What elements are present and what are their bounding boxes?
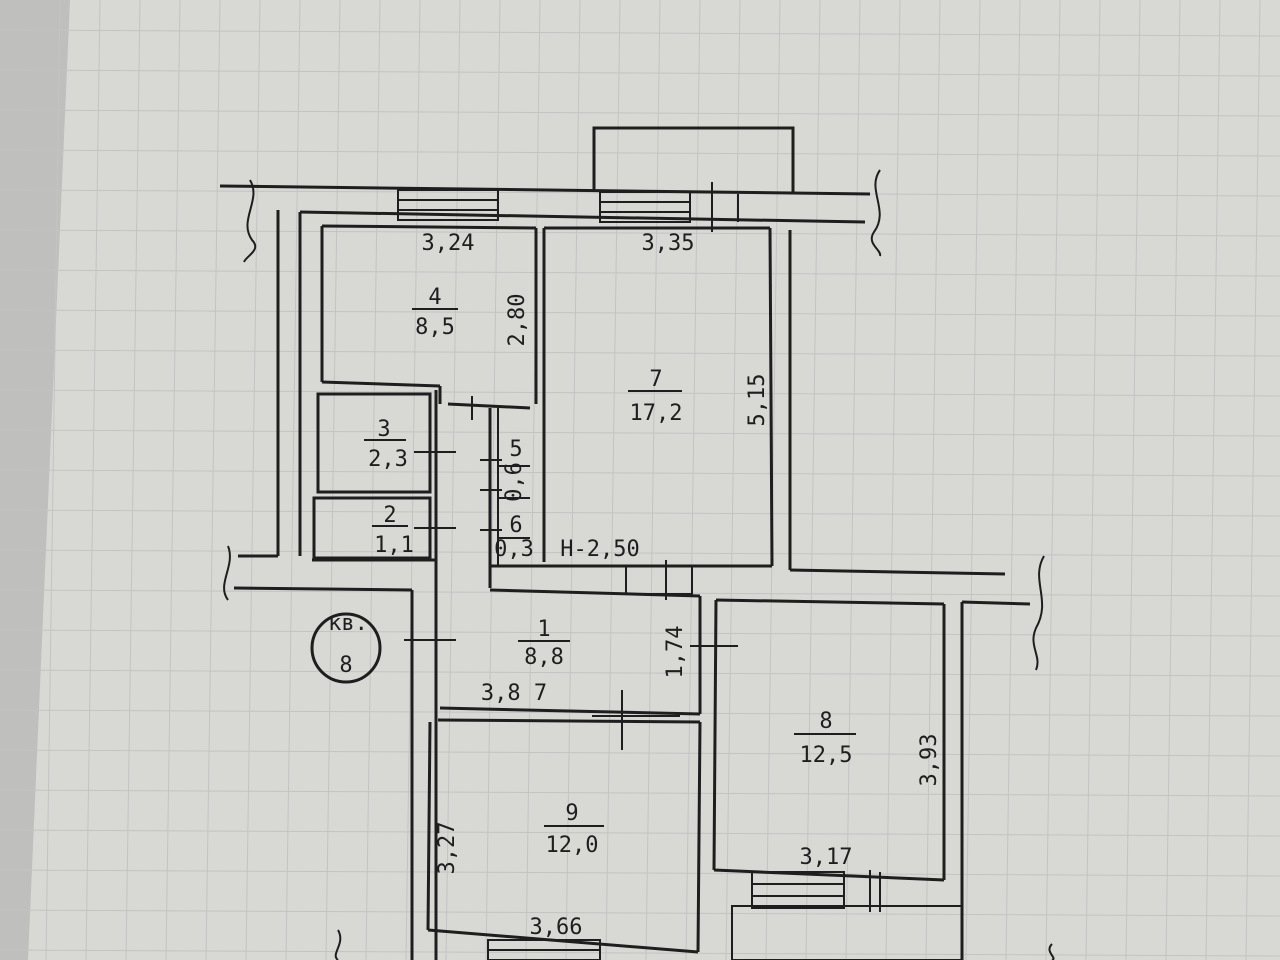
grid-line — [0, 789, 1280, 797]
grid-line — [365, 0, 381, 960]
room-labels: 4 8,5 7 17,2 3 2,3 2 1,1 5 6 1 8,8 8 12,… — [368, 285, 852, 858]
room-2-area: 1,1 — [374, 533, 414, 558]
grid-line — [445, 0, 461, 960]
room-7-number: 7 — [649, 367, 662, 392]
room-9-area: 12,0 — [546, 833, 599, 858]
dim-room9-depth: 3,27 — [435, 822, 460, 875]
dimension-labels: 3,24 3,35 2,80 5,15 Н-2,50 0,6 0,3 3,8 7… — [422, 231, 942, 940]
dim-niche-b: 0,3 — [494, 537, 534, 562]
dim-niche-a: 0,6 — [502, 462, 527, 502]
grid-line — [405, 0, 421, 960]
dim-room8-width: 3,17 — [800, 845, 853, 870]
grid-line — [0, 549, 1280, 557]
grid-line — [965, 0, 981, 960]
grid-line — [85, 0, 101, 960]
apartment-marker: кв. 8 — [310, 611, 382, 684]
grid-line — [165, 0, 181, 960]
dim-room7-width: 3,35 — [642, 231, 695, 256]
room-2-number: 2 — [383, 503, 396, 528]
dim-room1-depth: 1,74 — [663, 626, 688, 679]
grid-line — [0, 509, 1280, 517]
grid-line — [0, 309, 1280, 317]
grid-line — [0, 469, 1280, 477]
grid-line — [1165, 0, 1181, 960]
grid-line — [0, 149, 1280, 157]
room-7-area: 17,2 — [630, 401, 683, 426]
dim-room4-depth: 2,80 — [505, 294, 530, 347]
grid-line — [765, 0, 781, 960]
dim-room7-depth: 5,15 — [745, 374, 770, 427]
grid-line — [0, 29, 1280, 37]
grid-line — [0, 389, 1280, 397]
grid-line — [925, 0, 941, 960]
grid-line — [565, 0, 581, 960]
grid-line — [0, 749, 1280, 757]
room-1-number: 1 — [537, 617, 550, 642]
grid-line — [205, 0, 221, 960]
grid-line — [685, 0, 701, 960]
room-8-area: 12,5 — [800, 743, 853, 768]
niche-6-number: 6 — [509, 513, 522, 538]
room-9-number: 9 — [565, 801, 578, 826]
grid-line — [0, 949, 1280, 957]
grid-line — [525, 0, 541, 960]
grid-line — [0, 349, 1280, 357]
grid-line — [485, 0, 501, 960]
grid-line — [0, 109, 1280, 117]
room-3-area: 2,3 — [368, 447, 408, 472]
grid-line — [0, 269, 1280, 277]
grid-line — [285, 0, 301, 960]
dim-room9-width: 3,66 — [530, 915, 583, 940]
grid-line — [1205, 0, 1221, 960]
room-8-number: 8 — [819, 709, 832, 734]
grid-line — [725, 0, 741, 960]
grid-line — [325, 0, 341, 960]
apartment-label: кв. — [328, 611, 368, 636]
grid-line — [645, 0, 661, 960]
grid-line — [0, 829, 1280, 837]
apartment-circle — [310, 612, 382, 684]
grid-line — [0, 869, 1280, 877]
grid-line — [0, 629, 1280, 637]
grid-line — [1245, 0, 1261, 960]
grid-line — [0, 429, 1280, 437]
dim-room1-width: 3,8 7 — [481, 681, 547, 706]
room-1-area: 8,8 — [524, 645, 564, 670]
dim-room8-depth: 3,93 — [917, 734, 942, 787]
grid-line — [845, 0, 861, 960]
walls — [219, 126, 1055, 960]
room-3-number: 3 — [377, 417, 390, 442]
grid-line — [605, 0, 621, 960]
grid-line — [245, 0, 261, 960]
grid-line — [1005, 0, 1021, 960]
apartment-number: 8 — [339, 653, 352, 678]
grid-line — [0, 669, 1280, 677]
grid-line — [125, 0, 141, 960]
grid-line — [885, 0, 901, 960]
paper-fold-shadow — [0, 0, 70, 960]
grid-line — [805, 0, 821, 960]
grid-line — [0, 909, 1280, 917]
grid-line — [45, 0, 61, 960]
dim-ceiling-height: Н-2,50 — [560, 537, 639, 562]
grid-line — [1045, 0, 1061, 960]
room-4-area: 8,5 — [415, 315, 455, 340]
room-4-number: 4 — [428, 285, 441, 310]
area-fraction-bars — [364, 308, 856, 827]
niche-5-number: 5 — [509, 437, 522, 462]
grid-line — [0, 229, 1280, 237]
dim-room4-width: 3,24 — [422, 231, 475, 256]
grid-line — [0, 69, 1280, 77]
grid-line — [1085, 0, 1101, 960]
grid-line — [1125, 0, 1141, 960]
